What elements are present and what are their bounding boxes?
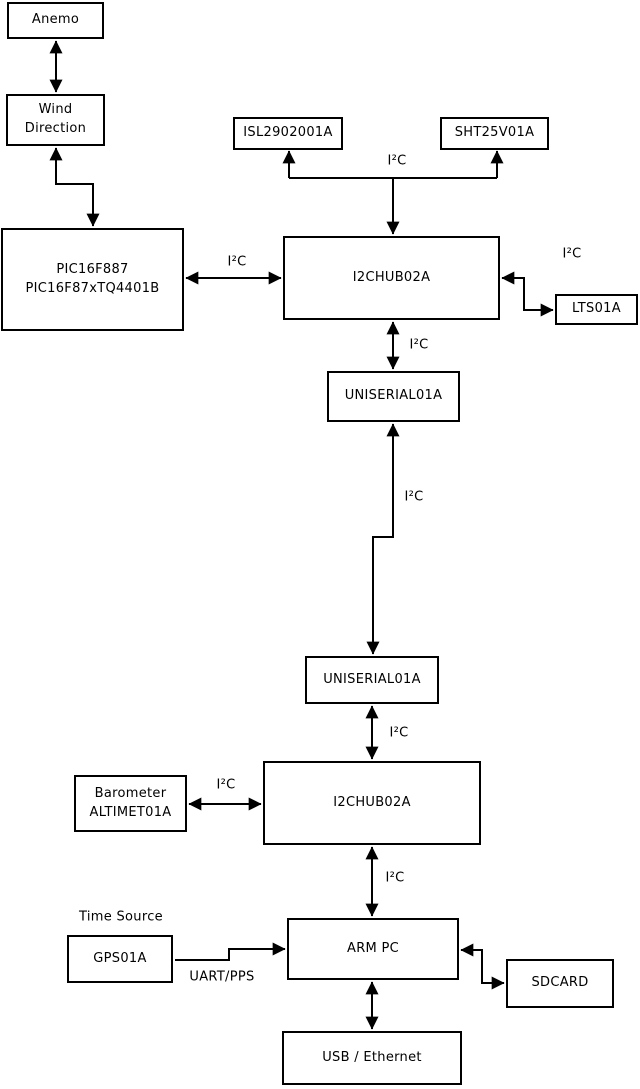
node-pic16f887: PIC16F887 PIC16F87xTQ4401B <box>1 228 184 331</box>
node-isl2902001a: ISL2902001A <box>233 117 343 150</box>
node-sht25v01a-label: SHT25V01A <box>454 125 535 141</box>
edge-winddir-pic <box>49 147 100 227</box>
node-usb-ethernet-label: USB / Ethernet <box>322 1049 422 1065</box>
edge-armpc-sdcard <box>460 943 505 990</box>
node-i2chub02a-lower: I2CHUB02A <box>263 761 481 845</box>
edge-label-i2c-lts: I²C <box>562 246 582 262</box>
edge-label-i2c-sensor-bus: I²C <box>387 153 407 169</box>
node-arm-pc-label: ARM PC <box>347 940 399 956</box>
node-pic16f887-label: PIC16F887 PIC16F87xTQ4401B <box>25 261 160 296</box>
node-usb-ethernet: USB / Ethernet <box>282 1031 462 1085</box>
node-uniserial01a-upper: UNISERIAL01A <box>327 371 460 422</box>
edge-label-i2c-uniserial-link: I²C <box>404 489 424 505</box>
edge-label-i2c-hub-uniserial: I²C <box>409 337 429 353</box>
edge-i2chub-upper-lts <box>501 271 554 317</box>
label-time-source: Time Source <box>79 909 163 925</box>
node-arm-pc: ARM PC <box>287 918 459 980</box>
edge-label-uart-pps: UART/PPS <box>189 969 255 985</box>
node-i2chub02a-upper-label: I2CHUB02A <box>352 269 431 285</box>
node-sht25v01a: SHT25V01A <box>440 117 549 150</box>
node-i2chub02a-upper: I2CHUB02A <box>283 236 500 320</box>
node-gps01a-label: GPS01A <box>93 950 147 966</box>
node-barometer-altimet01a-label: Barometer ALTIMET01A <box>89 785 172 820</box>
node-lts01a-label: LTS01A <box>572 301 621 317</box>
node-anemo: Anemo <box>7 2 104 39</box>
node-wind-direction: Wind Direction <box>6 94 105 146</box>
node-i2chub02a-lower-label: I2CHUB02A <box>333 794 411 810</box>
node-wind-direction-label: Wind Direction <box>24 102 87 136</box>
edge-label-i2c-pic: I²C <box>227 254 247 270</box>
node-anemo-label: Anemo <box>31 12 80 28</box>
node-barometer-altimet01a: Barometer ALTIMET01A <box>74 775 187 832</box>
node-gps01a: GPS01A <box>67 935 173 983</box>
edge-gps-armpc <box>175 942 286 961</box>
node-sdcard-label: SDCARD <box>531 975 589 991</box>
edge-label-i2c-hub2-armpc: I²C <box>385 870 405 886</box>
node-isl2902001a-label: ISL2902001A <box>243 125 333 141</box>
node-uniserial01a-lower-label: UNISERIAL01A <box>323 671 421 687</box>
edge-label-i2c-barometer: I²C <box>216 777 236 793</box>
edge-label-i2c-uniserial-hub2: I²C <box>389 725 409 741</box>
edge-uniserial-upper-uniserial-lower <box>366 423 400 655</box>
node-uniserial01a-upper-label: UNISERIAL01A <box>344 388 443 404</box>
node-sdcard: SDCARD <box>506 959 614 1008</box>
node-uniserial01a-lower: UNISERIAL01A <box>305 656 439 704</box>
node-lts01a: LTS01A <box>555 294 638 325</box>
